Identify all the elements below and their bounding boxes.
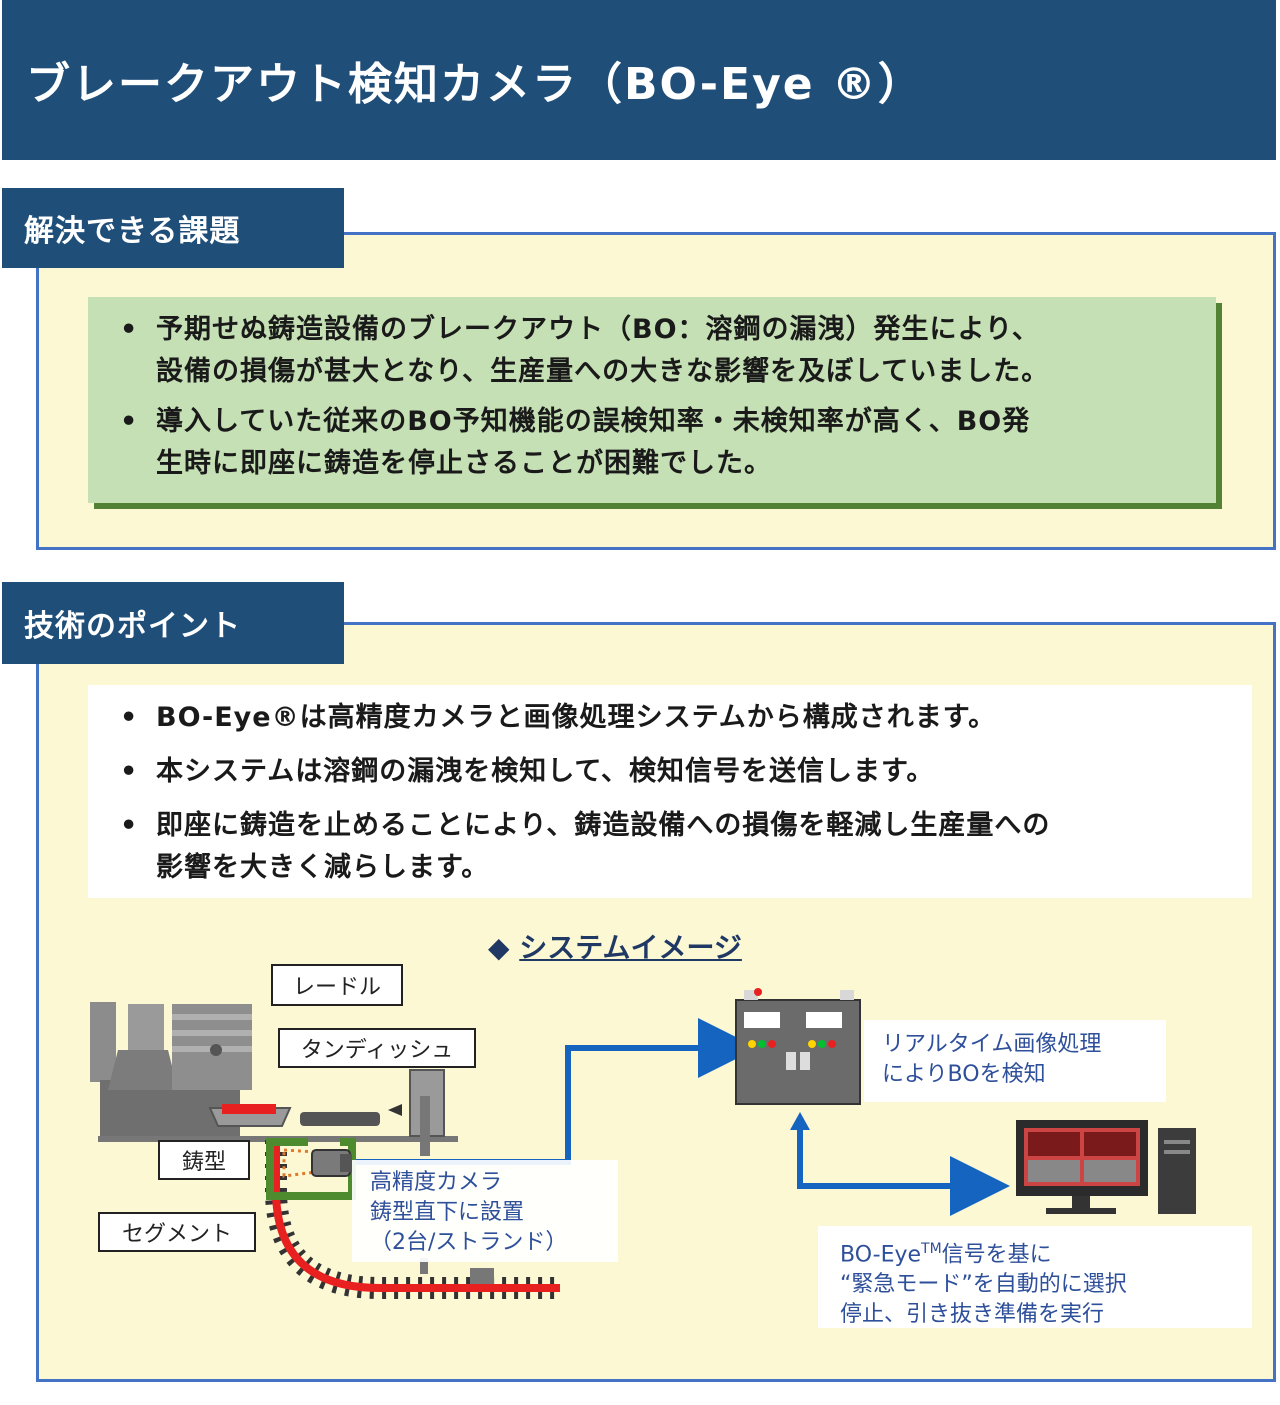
tech-1-line-1: BO-Eye®は高精度カメラと画像処理システムから構成されます。 [156,702,997,733]
processing-note: リアルタイム画像処理 によりBOを検知 [864,1020,1166,1102]
issues-heading: 解決できる課題 [2,188,344,268]
control-note-line-1: BO-EyeTM信号を基に [840,1234,1252,1270]
control-note-prefix: BO-Eye [840,1242,922,1268]
bullet-icon: • [120,810,139,841]
issue-1-line-2: 設備の損傷が甚大となり、生産量への大きな影響を及ぼしていました。 [156,356,1050,387]
issue-bullet-1: • 予期せぬ鋳造設備のブレークアウト（BO：溶鋼の漏洩）発生により、 設備の損傷… [98,309,1206,393]
diagram-title: ◆ システムイメージ [488,926,742,966]
control-note-line-2: “緊急モード”を自動的に選択 [840,1272,1127,1298]
bullet-icon: • [120,756,139,787]
tech-box: • BO-Eye®は高精度カメラと画像処理システムから構成されます。 • 本シス… [88,685,1252,898]
issue-bullet-2: • 導入していた従来のBO予知機能の誤検知率・未検知率が高く、BO発 生時に即座… [98,401,1206,485]
up-arrowhead [790,1112,810,1130]
segment-label: セグメント [98,1212,256,1252]
mold-camera-illustration [266,1138,356,1200]
bullet-icon: • [120,314,139,345]
tech-bullet-3: • 即座に鋳造を止めることにより、鋳造設備への損傷を軽減し生産量への 影響を大き… [98,805,1242,889]
tech-bullet-2: • 本システムは溶鋼の漏洩を検知して、検知信号を送信します。 [98,751,1242,793]
tech-heading: 技術のポイント [2,582,344,664]
diagram-title-text: システムイメージ [519,931,742,964]
control-note: BO-EyeTM信号を基に “緊急モード”を自動的に選択 停止、引き抜き準備を実… [818,1226,1252,1328]
strand-illustration [265,1140,560,1299]
title-bar: ブレークアウト検知カメラ（BO-Eye ®） [2,0,1276,160]
camera-note-line-2: 鋳型直下に設置 [370,1200,525,1225]
tech-2-line-1: 本システムは溶鋼の漏洩を検知して、検知信号を送信します。 [156,756,935,787]
camera-note-line-3: （2台/ストランド） [370,1230,568,1255]
control-panel-illustration [735,988,861,1105]
issue-2-line-2: 生時に即座に鋳造を停止さることが困難でした。 [156,448,772,479]
diamond-icon: ◆ [488,931,510,964]
tech-bullet-1: • BO-Eye®は高精度カメラと画像処理システムから構成されます。 [98,697,1242,739]
mold-label: 鋳型 [158,1140,250,1180]
processing-note-line-1: リアルタイム画像処理 [882,1032,1102,1057]
camera-note-line-1: 高精度カメラ [370,1170,503,1195]
monitor-pc-illustration [1016,1120,1196,1214]
trademark-sup: TM [921,1241,942,1257]
control-note-line-3: 停止、引き抜き準備を実行 [840,1302,1105,1328]
processing-note-line-2: によりBOを検知 [882,1062,1046,1087]
bullet-icon: • [120,702,139,733]
camera-note: 高精度カメラ 鋳型直下に設置 （2台/ストランド） [352,1160,618,1262]
ladle-label: レードル [271,964,403,1006]
tundish-label: タンディッシュ [278,1028,476,1068]
tech-3-line-2: 影響を大きく減らします。 [156,852,490,883]
page-title: ブレークアウト検知カメラ（BO-Eye ®） [26,59,924,110]
control-note-suffix: 信号を基に [941,1242,1052,1268]
tech-3-line-1: 即座に鋳造を止めることにより、鋳造設備への損傷を軽減し生産量への [156,810,1051,841]
issues-box: • 予期せぬ鋳造設備のブレークアウト（BO：溶鋼の漏洩）発生により、 設備の損傷… [88,297,1216,503]
control-arrow [797,1128,1010,1216]
bullet-icon: • [120,406,139,437]
issue-1-line-1: 予期せぬ鋳造設備のブレークアウト（BO：溶鋼の漏洩）発生により、 [156,314,1040,345]
tundish-illustration [208,1069,445,1156]
issue-2-line-1: 導入していた従来のBO予知機能の誤検知率・未検知率が高く、BO発 [156,406,1031,437]
